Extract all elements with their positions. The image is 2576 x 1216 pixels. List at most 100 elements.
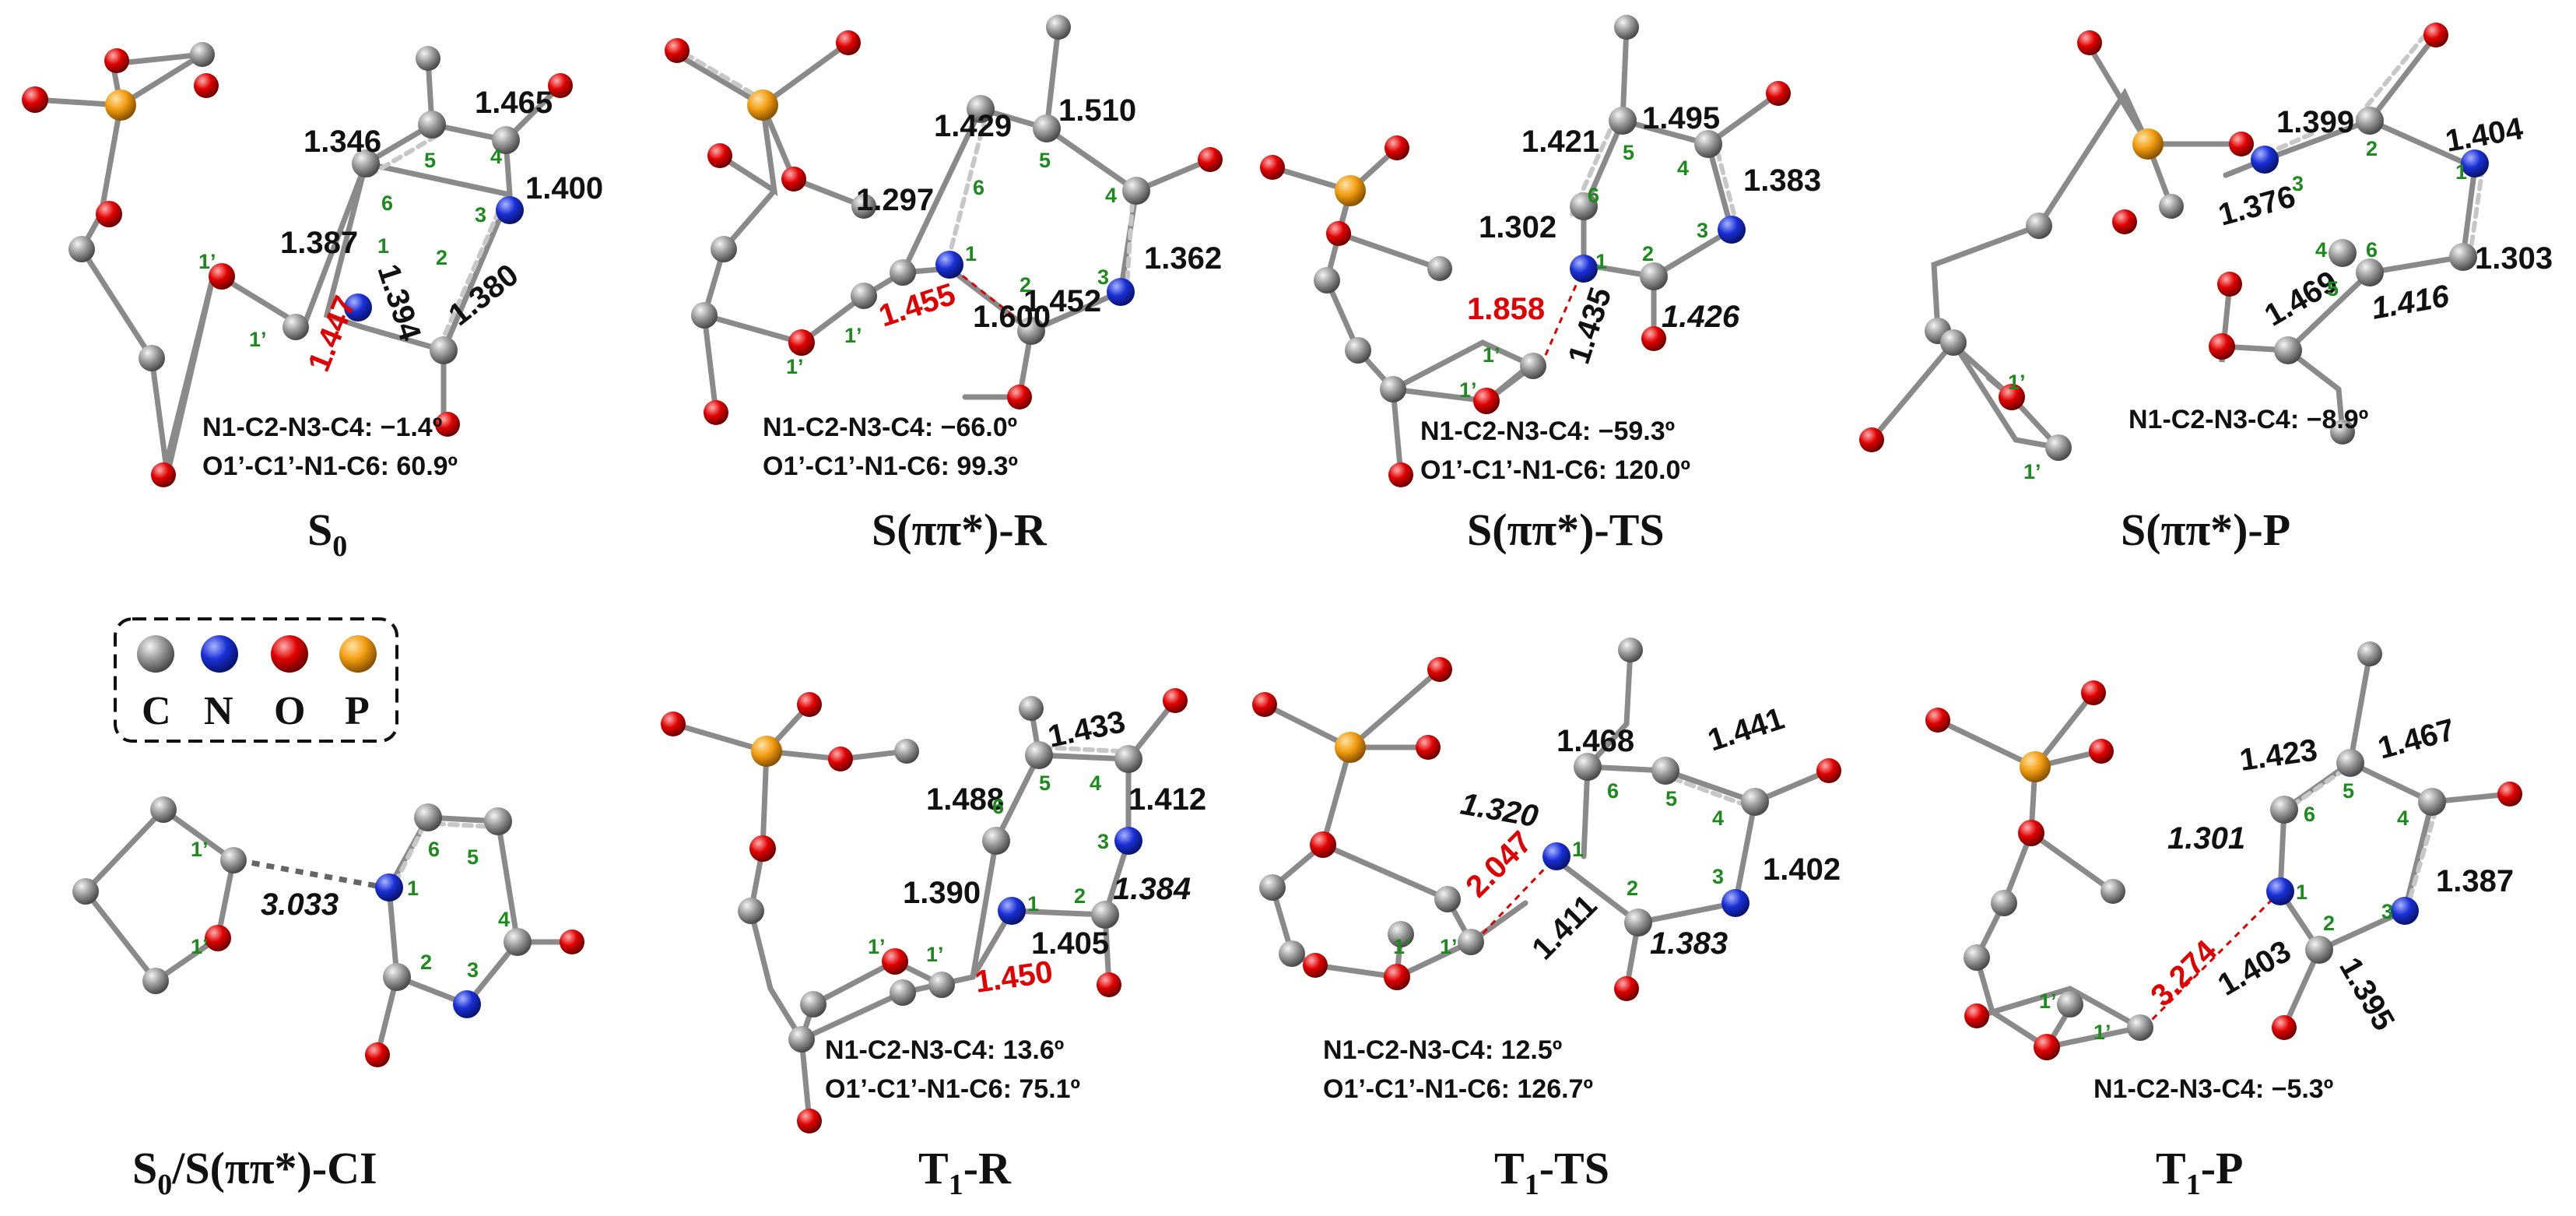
- atom-number: 3: [467, 958, 479, 982]
- carbon-atom: [142, 968, 169, 994]
- carbon-atom: [2100, 879, 2125, 904]
- phosphorus-atom: [751, 736, 782, 767]
- glycosidic-bond-label: 1.455: [875, 277, 960, 334]
- bond-length-label: 1.452: [1023, 284, 1101, 318]
- oxygen-atom: [1925, 708, 1950, 733]
- bond-length-label: 1.380: [442, 258, 525, 332]
- oxygen-atom: [1303, 953, 1328, 978]
- atom-number: 5: [1039, 771, 1051, 795]
- panel-title: T1-TS: [1494, 1143, 1609, 1201]
- atom-number: 1’: [249, 328, 267, 351]
- bond-length-label: 1.510: [1058, 93, 1136, 128]
- oxygen-atom: [661, 712, 686, 736]
- carbon-atom: [283, 314, 309, 340]
- carbon-atom: [1991, 890, 2017, 916]
- bond-length-label: 1.395: [2332, 952, 2401, 1037]
- carbon-atom: [800, 991, 826, 1017]
- atom-number: 1: [2296, 880, 2308, 904]
- carbon-atom: [890, 259, 916, 286]
- nitrogen-atom: [2266, 877, 2294, 905]
- atom-number: 4: [1712, 807, 1724, 830]
- panel-title: T1-R: [918, 1143, 1012, 1201]
- carbon-atom: [1618, 638, 1643, 662]
- carbon-atom: [1279, 940, 1305, 967]
- atom-number: 1’: [1440, 935, 1458, 958]
- atom-number: 4: [498, 908, 510, 931]
- oxygen-atom: [1310, 831, 1336, 858]
- carbon-atom: [1314, 267, 1340, 293]
- oxygen-atom: [1007, 385, 1032, 409]
- atom-number: 2: [420, 951, 432, 974]
- oxygen-atom: [2272, 1015, 2297, 1040]
- oxygen-atom: [2077, 30, 2102, 55]
- carbon-atom: [851, 194, 876, 219]
- carbon-atom: [1694, 130, 1722, 158]
- oxygen-atom: [1260, 155, 1285, 180]
- atoms: [1859, 23, 2489, 461]
- phosphorus-atom: [2132, 128, 2164, 160]
- oxygen-atom: [1614, 976, 1639, 1001]
- bond-length-label: 1.362: [1144, 241, 1222, 276]
- panel-s-pipi-r: 1.429 1.510 1.297 1.362 1.455 1.600 1.45…: [665, 15, 1223, 555]
- atom-number: 1’: [191, 838, 209, 861]
- carbon-atom: [1017, 317, 1045, 345]
- oxygen-atom: [22, 86, 48, 113]
- nitrogen-atom: [344, 293, 372, 322]
- carbon-atom: [1019, 696, 1044, 721]
- carbon-atom: [691, 302, 718, 329]
- carbon-atom: [2357, 641, 2382, 666]
- bond-length-label: 1.423: [2237, 733, 2319, 778]
- legend-phosphorus-swatch: [339, 635, 377, 673]
- oxygen-atom: [151, 462, 176, 487]
- atom-number: 4: [490, 145, 502, 168]
- carbon-atom: [1640, 262, 1668, 290]
- nitrogen-atom: [1570, 255, 1598, 283]
- atom-number: 5: [424, 149, 436, 172]
- carbon-atom: [2127, 1014, 2153, 1041]
- bond-length-label: 1.488: [926, 782, 1004, 817]
- atom-number: 1: [1027, 892, 1039, 916]
- atoms: [22, 42, 573, 487]
- oxygen-atom: [2423, 23, 2448, 47]
- atom-number: 1’: [2008, 371, 2026, 394]
- panel-s-pipi-ts: 1.495 1.421 1.383 1.302 1.858 1.435 1.42…: [1260, 15, 1821, 555]
- oxygen-atom: [560, 930, 584, 954]
- bond-length-label: 1.387: [280, 226, 358, 260]
- carbon-atom: [982, 827, 1010, 855]
- atom-number: 1’: [2093, 1021, 2111, 1044]
- phosphorus-atom: [2020, 751, 2051, 782]
- oxygen-atom: [1252, 692, 1277, 717]
- atom-legend: C N O P: [114, 617, 398, 743]
- atom-number: 1: [965, 242, 977, 265]
- bond-network: [82, 807, 575, 1058]
- carbon-atom: [1025, 741, 1053, 769]
- carbon-atom: [1609, 107, 1637, 135]
- bond-network: [1269, 24, 1781, 478]
- oxygen-atom: [194, 73, 219, 98]
- atom-number: 6: [428, 838, 440, 861]
- oxygen-atom: [665, 38, 690, 63]
- panel-title: S0: [307, 504, 347, 563]
- bond-length-label: 1.416: [2369, 279, 2452, 326]
- legend-carbon-label: C: [142, 689, 171, 733]
- bond-length-label: 1.404: [2443, 111, 2526, 159]
- carbon-atom: [711, 236, 737, 262]
- oxygen-atom: [1097, 972, 1121, 997]
- phosphorus-atom: [1335, 175, 1366, 206]
- oxygen-atom: [2497, 782, 2522, 807]
- carbon-atom: [150, 796, 177, 823]
- dihedral-label: O1’-C1’-N1-C6: 75.1º: [825, 1074, 1080, 1104]
- bond-length-label: 1.426: [1662, 300, 1740, 334]
- panel-title: S(ππ*)-P: [2121, 504, 2290, 555]
- bond-length-label: 1.429: [934, 109, 1012, 143]
- carbon-atom: [2336, 749, 2364, 777]
- atoms: [1252, 638, 1841, 1001]
- nitrogen-atom: [1114, 827, 1142, 855]
- atom-number: 5: [2343, 779, 2354, 803]
- atom-number: 6: [973, 176, 984, 199]
- bond-length-label: 1.405: [1031, 926, 1109, 961]
- legend-nitrogen-swatch: [201, 635, 238, 673]
- oxygen-atom: [828, 747, 853, 771]
- nitrogen-atom: [453, 990, 481, 1018]
- atom-number: 2: [2366, 137, 2378, 160]
